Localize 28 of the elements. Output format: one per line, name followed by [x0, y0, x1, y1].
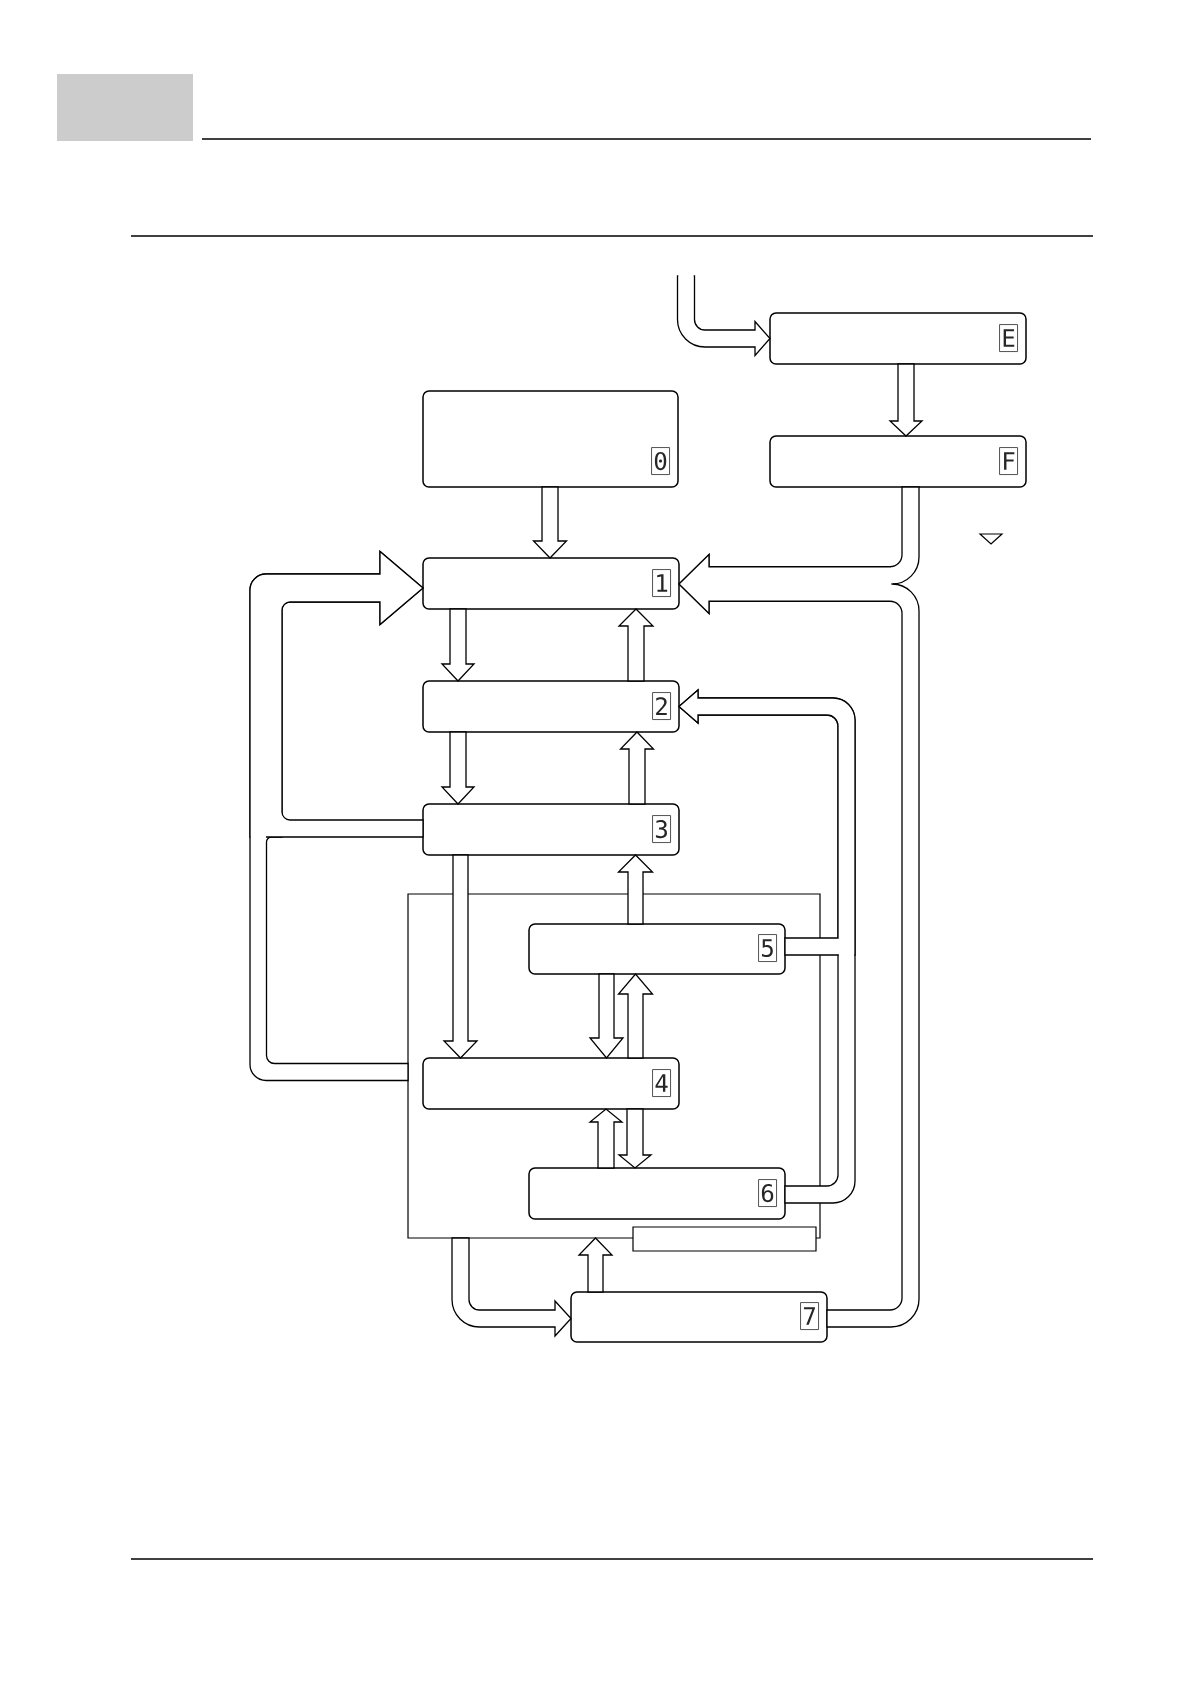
hollow-arrow: [588, 1108, 624, 1169]
hollow-arrow: [440, 608, 476, 682]
digit-display: 5: [758, 934, 777, 962]
hollow-arrow: [440, 731, 476, 805]
hollow-arrow: [588, 973, 625, 1060]
digit-display: 1: [652, 569, 671, 597]
hollow-arrow: [617, 1108, 653, 1169]
hollow-arrow: [618, 731, 656, 805]
hollow-arrow: [616, 854, 655, 925]
hollow-arrow: [577, 1237, 614, 1293]
digit-display: 3: [652, 815, 671, 843]
hollow-arrow: [676, 274, 771, 357]
hollow-arrow: [888, 363, 924, 437]
digit-display: F: [999, 447, 1018, 475]
digit-display: 2: [652, 692, 671, 720]
hollow-arrow: [249, 550, 424, 838]
digit-display: 4: [652, 1069, 671, 1097]
hollow-arrow: [678, 689, 856, 957]
digit-display: E: [999, 324, 1018, 352]
hollow-arrow: [617, 973, 654, 1059]
digit-display: 0: [651, 447, 670, 475]
hollow-arrow: [531, 486, 569, 559]
hollow-arrow: [617, 608, 655, 682]
hollow-arrow: [678, 553, 920, 1328]
hollow-arrow: [451, 1237, 572, 1337]
digit-display: 7: [800, 1302, 819, 1330]
digit-display: 6: [758, 1179, 777, 1207]
hollow-arrow: [442, 854, 479, 1059]
